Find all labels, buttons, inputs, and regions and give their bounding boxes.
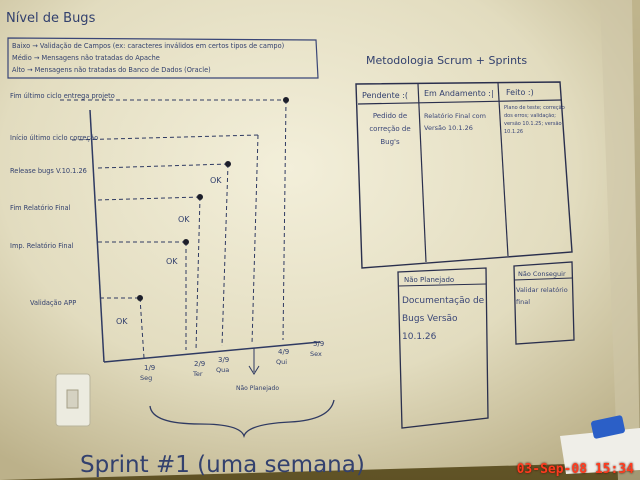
ok-marks: OK OK OK OK xyxy=(116,176,222,326)
scrum-col-body-1: Relatório Final com Versão 10.1.26 xyxy=(424,112,486,132)
legend-baixo: Baixo → Validação de Campos (ex: caracte… xyxy=(12,42,284,50)
y-label-0: Fim último ciclo entrega projeto xyxy=(10,92,115,100)
x-date-4: 5/9 xyxy=(313,340,324,348)
ok-mark: OK xyxy=(116,317,128,326)
nao-planejado-header: Não Planejado xyxy=(404,276,454,284)
nao-planejado-card: Não Planejado Documentação de Bugs Versã… xyxy=(397,267,489,429)
milestone-dot xyxy=(137,295,143,301)
scrum-title: Metodologia Scrum + Sprints xyxy=(366,54,527,67)
scrum-col-header-1: Em Andamento :| xyxy=(424,89,494,98)
legend-title: Nível de Bugs xyxy=(6,11,96,26)
bug-level-legend: Nível de Bugs Baixo → Validação de Campo… xyxy=(6,11,319,79)
light-switch xyxy=(55,373,91,427)
scrum-col-body-2: Plano de teste; correção dos erros; vali… xyxy=(504,105,565,135)
y-label-3: Fim Relatório Final xyxy=(10,204,71,212)
scrum-col-header-2: Feito :) xyxy=(506,88,534,97)
milestone-dot xyxy=(283,97,289,103)
x-date-1: 2/9 xyxy=(194,360,205,368)
ok-mark: OK xyxy=(178,215,190,224)
scrum-col-body-0: Pedido de correção de Bug's xyxy=(369,112,411,146)
sprint-brace xyxy=(149,399,335,439)
scrum-board: Metodologia Scrum + Sprints Pendente :( … xyxy=(355,54,573,269)
marker-tray xyxy=(560,415,640,474)
scrum-col-header-0: Pendente :( xyxy=(362,91,408,100)
x-date-2: 3/9 xyxy=(218,356,229,364)
nao-planejado-body: Documentação de Bugs Versão 10.1.26 xyxy=(402,296,485,342)
sprint-title: Sprint #1 (uma semana) xyxy=(80,452,365,478)
sprint-timeline xyxy=(60,99,321,375)
timeline-y-labels: Fim último ciclo entrega projeto Início … xyxy=(10,92,115,307)
x-nao-planejado: Não Planejado xyxy=(236,385,279,392)
y-label-2: Release bugs V.10.1.26 xyxy=(10,167,87,175)
x-day-4: Sex xyxy=(310,350,322,358)
legend-medio: Médio → Mensagens não tratadas do Apache xyxy=(12,54,160,62)
marker-eraser xyxy=(591,415,625,439)
nao-conseguir-body: Validar relatório final xyxy=(516,286,568,306)
x-day-1: Ter xyxy=(192,370,203,378)
milestone-dot xyxy=(225,161,231,167)
ok-mark: OK xyxy=(210,176,222,185)
camera-date-stamp: 03-Sep-08 15:34 xyxy=(516,462,634,477)
y-label-1: Início último ciclo correção xyxy=(10,134,98,142)
timeline-x-labels: 1/9 Seg 2/9 Ter 3/9 Qua 4/9 Qui 5/9 Sex … xyxy=(140,340,324,392)
milestone-dots xyxy=(137,97,289,301)
x-day-2: Qua xyxy=(216,366,229,374)
milestone-dot xyxy=(197,194,203,200)
ok-mark: OK xyxy=(166,257,178,266)
legend-alto: Alto → Mensagens não tratadas do Banco d… xyxy=(12,66,211,74)
x-date-3: 4/9 xyxy=(278,348,289,356)
milestone-dot xyxy=(183,239,189,245)
y-label-5: Validação APP xyxy=(30,299,76,307)
x-date-0: 1/9 xyxy=(144,364,155,372)
x-day-0: Seg xyxy=(140,374,152,382)
nao-conseguir-header: Não Conseguir xyxy=(518,270,566,278)
y-label-4: Imp. Relatório Final xyxy=(10,242,74,250)
nao-conseguir-card: Não Conseguir Validar relatório final xyxy=(513,261,575,345)
x-day-3: Qui xyxy=(276,358,287,366)
